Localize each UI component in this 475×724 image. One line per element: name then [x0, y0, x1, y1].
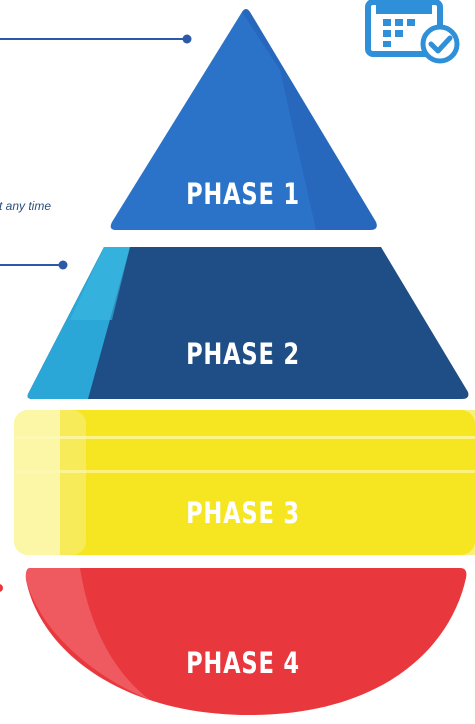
- phase-4-label: PHASE 4: [186, 646, 300, 680]
- calendar-check-icon: [365, 0, 460, 64]
- phase-3-segment: [14, 410, 475, 555]
- phase-2-segment: [27, 247, 469, 399]
- side-note-text: t any time: [0, 199, 52, 213]
- phase-4-segment: [25, 568, 467, 715]
- connector-dot-4: [0, 584, 3, 592]
- phase-1-label: PHASE 1: [186, 177, 300, 211]
- phase-2-label: PHASE 2: [186, 337, 300, 371]
- phase-1-segment: [110, 9, 377, 230]
- connector-line-2: [0, 260, 68, 270]
- phase-3-label: PHASE 3: [186, 496, 300, 530]
- connector-line-1: [0, 34, 192, 44]
